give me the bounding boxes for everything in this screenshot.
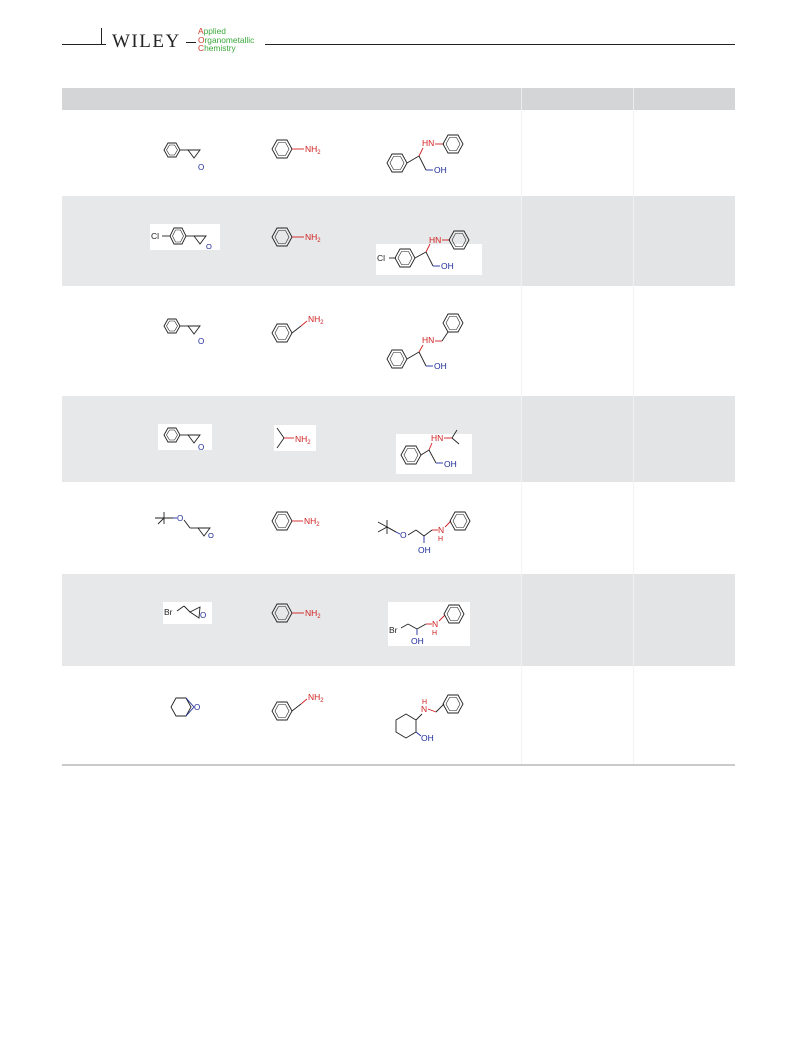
amine-structure: NH2: [271, 511, 320, 531]
amine-structure: NH2: [271, 139, 321, 159]
product-amine-label: N: [438, 525, 444, 535]
amine-group-label: NH2: [305, 608, 321, 620]
ether-oxygen-label: O: [177, 514, 183, 523]
product-hydroxyl-label: OH: [411, 636, 424, 646]
product-hydroxyl-label: OH: [434, 165, 447, 175]
epoxide-oxygen-label: O: [198, 163, 204, 172]
halogen-label: Cl: [151, 231, 159, 241]
header-rule-left: [62, 44, 106, 45]
table-row: O O NH2 O OH N H: [62, 482, 735, 574]
table-row: Br O NH2 Br OH N H: [62, 574, 735, 666]
product-hydroxyl-label: OH: [444, 459, 457, 469]
product-structure: Cl HN OH: [376, 230, 482, 275]
product-amine-label: HN: [429, 235, 441, 245]
product-structure: HN OH: [396, 429, 472, 474]
running-header: WILEY Applied Organometallic Chemistry: [0, 0, 793, 60]
amine-structure: NH2: [271, 227, 321, 247]
amine-group-label: NH2: [308, 692, 324, 704]
epoxide-structure: O: [163, 142, 204, 172]
header-tick: [101, 28, 102, 44]
product-amine-label: HN: [422, 335, 434, 345]
header-dash: [186, 42, 196, 43]
product-structure: N H OH: [395, 694, 464, 743]
product-hydroxyl-label: OH: [421, 733, 434, 743]
product-amine-label: N: [432, 619, 438, 629]
product-amine-label: HN: [422, 138, 434, 148]
epoxide-structure: O: [163, 318, 204, 346]
amine-group-label: NH2: [308, 314, 324, 326]
reaction-table: O NH2 HN OH Cl: [62, 88, 735, 766]
publisher-logo: WILEY: [112, 31, 181, 52]
epoxide-oxygen-label: O: [200, 611, 206, 620]
epoxide-oxygen-label: O: [198, 443, 204, 452]
amine-structure: NH2: [274, 425, 316, 451]
epoxide-structure: O: [158, 424, 212, 452]
product-structure: O OH N H: [377, 511, 471, 555]
product-structure: HN OH: [386, 313, 464, 371]
table-row: Cl O NH2 Cl HN OH: [62, 196, 735, 286]
product-amine-h-label: H: [438, 536, 443, 543]
journal-logo: Applied Organometallic Chemistry: [198, 27, 254, 53]
product-structure: HN OH: [386, 134, 464, 175]
epoxide-oxygen-label: O: [208, 531, 214, 540]
table-row: O NH2 HN OH: [62, 110, 735, 196]
product-hydroxyl-label: OH: [434, 361, 447, 371]
product-hydroxyl-label: OH: [441, 261, 454, 271]
product-halogen-label: Cl: [377, 253, 385, 263]
journal-line-2: Organometallic: [198, 34, 255, 45]
amine-group-label: NH2: [304, 516, 320, 528]
epoxide-structure: Cl O: [150, 224, 220, 251]
epoxide-oxygen-label: O: [194, 703, 200, 712]
halogen-label: Br: [164, 607, 173, 617]
table-row: O NH2 N H OH: [62, 666, 735, 764]
amine-group-label: NH2: [295, 434, 311, 446]
amine-structure: NH2: [269, 692, 325, 722]
product-structure: Br OH N H: [388, 602, 470, 646]
product-ether-oxygen-label: O: [400, 530, 407, 540]
amine-group-label: NH2: [305, 232, 321, 244]
product-amine-h-label: H: [422, 699, 427, 706]
epoxide-structure: Br O: [163, 602, 212, 624]
amine-structure: NH2: [271, 603, 321, 623]
epoxide-structure: O O: [155, 512, 214, 540]
epoxide-oxygen-label: O: [198, 337, 204, 346]
product-amine-h-label: H: [432, 630, 437, 637]
journal-line-1: Applied: [198, 26, 226, 36]
header-separator: [633, 88, 634, 110]
journal-line-3: Chemistry: [198, 43, 236, 54]
amine-structure: NH2: [271, 314, 324, 343]
amine-group-label: NH2: [305, 144, 321, 156]
epoxide-oxygen-label: O: [206, 242, 212, 251]
product-amine-label: HN: [431, 433, 443, 443]
epoxide-structure: O: [170, 697, 200, 717]
header-separator: [521, 88, 522, 110]
product-halogen-label: Br: [389, 625, 398, 635]
header-rule-right: [265, 44, 735, 45]
product-hydroxyl-label: OH: [418, 545, 431, 555]
table-row: O NH2 HN OH: [62, 396, 735, 482]
product-amine-label: N: [421, 704, 427, 714]
table-bottom-rule: [62, 764, 735, 766]
table-row: O NH2 HN OH: [62, 286, 735, 396]
table-header-band: [62, 88, 735, 110]
